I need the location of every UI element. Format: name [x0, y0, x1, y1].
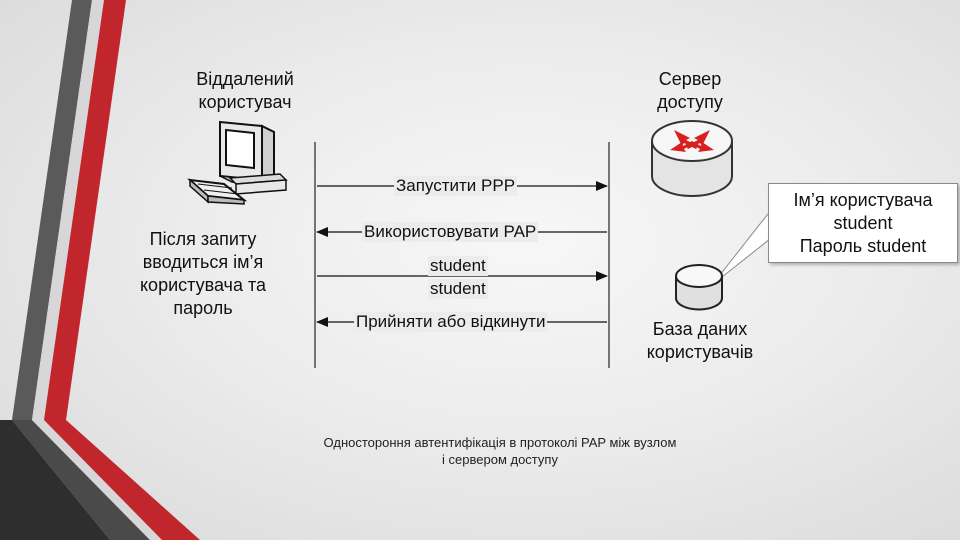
message-label: student: [428, 256, 488, 276]
message-label: Прийняти або відкинути: [354, 312, 548, 332]
message-label: Використовувати PAP: [362, 222, 539, 242]
credentials-callout: Ім’я користувача student Пароль student: [768, 183, 958, 263]
message-label: student: [428, 279, 488, 299]
message-label: Запустити PPP: [394, 176, 518, 196]
figure-caption: Одностороння автентифікація в протоколі …: [323, 435, 677, 467]
